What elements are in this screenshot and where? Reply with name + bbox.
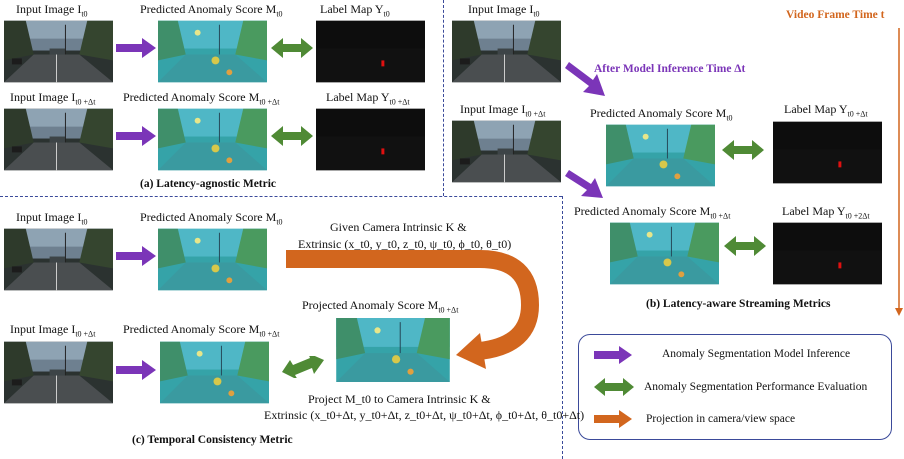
b-evaluation-arrow-2 xyxy=(724,236,766,256)
b-score2-image xyxy=(610,222,719,285)
b-evaluation-arrow-1 xyxy=(722,140,764,160)
a-row1-evaluation-arrow xyxy=(271,38,313,58)
b-label1-label: Label Map Yt0 +Δt xyxy=(784,102,868,119)
b-label1-image xyxy=(773,121,882,184)
a-row2-labelmap-image xyxy=(316,108,425,171)
legend-projection-label: Projection in camera/view space xyxy=(646,413,796,425)
divider-vertical-top xyxy=(443,0,444,196)
a-row2-input-label: Input Image It0 +Δt xyxy=(10,90,96,107)
b-inference-arrow-2 xyxy=(565,170,603,198)
c-row1-input-label: Input Image It0 xyxy=(16,210,88,227)
a-row2-labelmap-label: Label Map Yt0 +Δt xyxy=(326,90,410,107)
time-axis-label: Video Frame Time t xyxy=(786,9,885,21)
a-row2-evaluation-arrow xyxy=(271,126,313,146)
legend-inference-arrow xyxy=(594,346,632,364)
a-row2-score-label: Predicted Anomaly Score Mt0 +Δt xyxy=(123,90,280,107)
legend-box xyxy=(578,334,892,440)
c-camera-line1: Given Camera Intrinsic K & xyxy=(330,220,467,234)
c-row1-inference-arrow xyxy=(116,246,156,266)
b-inference-time-label: After Model Inference Time Δt xyxy=(594,63,746,75)
b-input2-label: Input Image It0 +Δt xyxy=(460,102,546,119)
c-camera-line2: Extrinsic (x_t0, y_t0, z_t0, ψ_t0, ϕ_t0,… xyxy=(298,237,512,251)
c-projected-label: Projected Anomaly Score Mt0 +Δt xyxy=(302,298,459,315)
c-row2-input-label: Input Image It0 +Δt xyxy=(10,322,96,339)
a-row2-input-image xyxy=(4,108,113,171)
c-row2-input-image xyxy=(4,341,113,404)
a-row1-score-image xyxy=(158,20,267,83)
c-project-line1: Project M_t0 to Camera Intrinsic K & xyxy=(308,392,491,406)
a-row1-score-label: Predicted Anomaly Score Mt0 xyxy=(140,2,283,19)
c-evaluation-arrow xyxy=(282,356,324,378)
c-row2-score-label: Predicted Anomaly Score Mt0 +Δt xyxy=(123,322,280,339)
c-row1-input-image xyxy=(4,228,113,291)
b-score2-label: Predicted Anomaly Score Mt0 +Δt xyxy=(574,204,731,221)
a-row1-input-image xyxy=(4,20,113,83)
c-project-line2: Extrinsic (x_t0+Δt, y_t0+Δt, z_t0+Δt, ψ_… xyxy=(264,408,585,422)
c-projection-arrow xyxy=(286,250,540,369)
divider-horizontal xyxy=(0,196,562,197)
c-row1-score-label: Predicted Anomaly Score Mt0 xyxy=(140,210,283,227)
c-row1-score-image xyxy=(158,228,267,291)
c-row2-score-image xyxy=(160,341,269,404)
c-projected-image xyxy=(336,318,450,382)
a-row1-input-label: Input Image It0 xyxy=(16,2,88,19)
divider-vertical-bottom xyxy=(562,196,563,459)
a-row1-labelmap-label: Label Map Yt0 xyxy=(320,2,390,19)
b-label2-image xyxy=(773,222,882,285)
b-inference-arrow-1 xyxy=(565,62,605,96)
b-input2-image xyxy=(452,120,561,183)
legend-inference-label: Anomaly Segmentation Model Inference xyxy=(662,348,851,360)
c-row2-inference-arrow xyxy=(116,360,156,380)
a-row1-labelmap-image xyxy=(316,20,425,83)
panel-c-caption: (c) Temporal Consistency Metric xyxy=(132,434,293,446)
b-input1-image xyxy=(452,20,561,83)
b-score1-image xyxy=(606,124,715,187)
a-row2-inference-arrow xyxy=(116,126,156,146)
a-row1-inference-arrow xyxy=(116,38,156,58)
legend-projection-arrow xyxy=(594,410,632,428)
a-row2-score-image xyxy=(158,108,267,171)
legend-evaluation-arrow xyxy=(594,378,634,396)
b-input1-label: Input Image It0 xyxy=(468,2,540,19)
panel-b-caption: (b) Latency-aware Streaming Metrics xyxy=(646,298,831,310)
b-score1-label: Predicted Anomaly Score Mt0 xyxy=(590,106,733,123)
panel-a-caption: (a) Latency-agnostic Metric xyxy=(140,178,277,190)
legend-evaluation-label: Anomaly Segmentation Performance Evaluat… xyxy=(644,381,868,393)
b-label2-label: Label Map Yt0 +2Δt xyxy=(782,204,870,221)
time-axis-arrow xyxy=(895,28,903,316)
